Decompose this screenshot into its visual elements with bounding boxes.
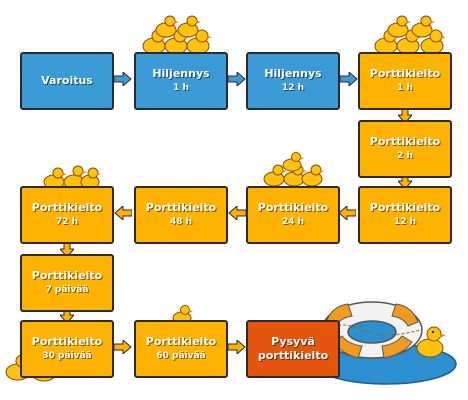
step-title: Porttikielto bbox=[145, 201, 217, 214]
step-title: Porttikielto bbox=[31, 335, 103, 348]
step-title: Porttikielto bbox=[369, 201, 441, 214]
arrow-icon bbox=[114, 340, 132, 354]
step-ban-72h: Porttikielto 72 h bbox=[20, 186, 114, 244]
duck-pile-icon bbox=[263, 152, 324, 187]
step-mute-1h: Hiljennys 1 h bbox=[134, 52, 228, 110]
step-duration: 60 päivää bbox=[156, 351, 206, 361]
arrow-icon bbox=[340, 72, 358, 86]
step-duration: 1 h bbox=[397, 83, 413, 93]
step-ban-60d: Porttikielto 60 päivää bbox=[134, 320, 228, 378]
step-duration: 12 h bbox=[281, 83, 305, 93]
step-ban-12h: Porttikielto 12 h bbox=[358, 186, 452, 244]
arrow-icon bbox=[228, 340, 246, 354]
arrow-icon bbox=[114, 72, 132, 86]
duck-pile-icon bbox=[142, 15, 212, 55]
step-permanent-ban: Pysyvä porttikielto bbox=[246, 320, 340, 378]
step-mute-12h: Hiljennys 12 h bbox=[246, 52, 340, 110]
step-title: Porttikielto bbox=[369, 135, 441, 148]
step-duration: 7 päivää bbox=[45, 285, 89, 295]
step-ban-2h: Porttikielto 2 h bbox=[358, 120, 452, 178]
step-warning: Varoitus bbox=[20, 52, 114, 110]
step-duration: 48 h bbox=[169, 217, 193, 227]
duck-pile-icon bbox=[374, 15, 446, 55]
step-duration: 1 h bbox=[173, 83, 189, 93]
arrow-icon bbox=[114, 206, 132, 220]
step-duration: 12 h bbox=[393, 217, 417, 227]
step-ban-1h: Porttikielto 1 h bbox=[358, 52, 452, 110]
step-title: Porttikielto bbox=[257, 201, 329, 214]
step-title: Porttikielto bbox=[145, 335, 217, 348]
step-ban-7d: Porttikielto 7 päivää bbox=[20, 254, 114, 312]
step-duration: 72 h bbox=[55, 217, 79, 227]
step-title: Pysyvä bbox=[271, 335, 315, 348]
step-title: Porttikielto bbox=[369, 67, 441, 80]
arrow-icon bbox=[228, 206, 246, 220]
step-ban-30d: Porttikielto 30 päivää bbox=[20, 320, 114, 378]
step-duration: 30 päivää bbox=[42, 351, 92, 361]
step-title-second-line: porttikielto bbox=[257, 349, 329, 362]
step-title: Porttikielto bbox=[31, 269, 103, 282]
step-title: Hiljennys bbox=[264, 67, 322, 80]
step-title: Porttikielto bbox=[31, 201, 103, 214]
step-title: Varoitus bbox=[41, 74, 93, 87]
step-ban-48h: Porttikielto 48 h bbox=[134, 186, 228, 244]
step-duration: 24 h bbox=[281, 217, 305, 227]
step-duration: 2 h bbox=[397, 151, 413, 161]
rubber-duck-icon bbox=[416, 326, 446, 358]
life-ring-icon bbox=[315, 301, 457, 385]
step-title: Hiljennys bbox=[152, 67, 210, 80]
step-ban-24h: Porttikielto 24 h bbox=[246, 186, 340, 244]
arrow-icon bbox=[338, 206, 356, 220]
arrow-icon bbox=[228, 72, 246, 86]
